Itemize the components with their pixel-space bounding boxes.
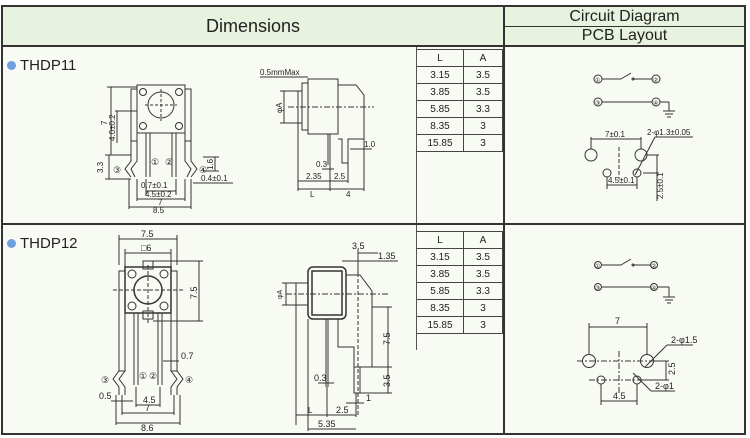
dim-8-6: 8.6 [141,423,154,433]
dim-2-35: 2.35 [306,172,322,181]
dim-3-5-lower: 3.5 [382,374,392,387]
dim-1: 1 [366,393,371,403]
bullet-icon [7,61,16,70]
dim-1-0: 1.0 [364,140,376,149]
circuit-pin-1: ① [595,77,600,84]
dim-0-3: 0.3 [316,160,328,169]
spec-table: Dimensions Circuit Diagram PCB Layout TH… [1,5,746,435]
dim-1-35: 1.35 [378,251,396,261]
dim-width-8-5: 8.5 [153,206,165,215]
dim-7: 7 [100,120,109,125]
dim-3-5: 3.5 [352,241,365,251]
pin-1-label: ① [151,157,159,167]
pin-2-label: ② [165,157,173,167]
pcb-dim-7: 7±0.1 [605,130,626,139]
pcb-dim-hole-big: 2-φ1.5 [671,335,697,345]
circuit-pin-4: ④ [651,285,656,292]
dim-4: 4 [346,190,351,199]
table-left-line [416,225,417,350]
column-divider [503,47,505,223]
dim-pin-width: 0.7±0.1 [141,181,168,190]
dim-4-5: 4.5 [143,395,156,405]
dim-4: 4.0±0.2 [108,114,117,141]
pcb-dim-4-5: 4.5 [613,391,626,401]
bullet-icon [7,239,16,248]
dim-2-5: 2.5 [336,405,349,415]
pcb-layout-header: PCB Layout [505,27,744,47]
dim-1-6: 1.6 [206,158,215,170]
circuit-pin-3: ③ [595,285,600,292]
pin-1-label: ① [139,371,147,381]
dim-0-7: 0.7 [181,351,194,361]
circuit-pcb-drawing: ① ② ③ ④ 7 2-φ1.5 2.5 2-φ1 4.5 [577,258,697,405]
pin-4-label: ④ [185,375,193,385]
dim-l: L [308,406,313,415]
row-thdp12: THDP12 [3,225,744,433]
dim-height-7-5: 7.5 [189,286,199,299]
dim-square-6: □6 [141,243,151,253]
pin-3-label: ③ [113,165,121,175]
circuit-pin-4: ④ [653,100,658,107]
model-name: THDP11 [20,57,77,74]
circuit-pin-2: ② [651,263,656,270]
model-label: THDP12 [7,235,78,252]
pcb-dim-2-5: 2.5±0.1 [656,172,665,199]
circuit-pin-2: ② [653,77,658,84]
pcb-dim-hole-small: 2-φ1 [655,381,674,391]
dim-width-7: 7 [158,198,163,207]
dim-max: 0.5mmMax [260,68,300,77]
pcb-dim-hole: 2-φ1.3±0.05 [647,128,691,137]
model-name: THDP12 [20,235,78,252]
row-thdp11: THDP11 [3,47,744,225]
dim-7-5: 7.5 [141,229,154,239]
dim-5-35: 5.35 [318,419,336,429]
side-view-drawing: 3.5 1.35 φA 7.5 3.5 0.3 1 L 2.5 5.35 [277,241,398,431]
circuit-pcb-drawing: ① ② ③ ④ 7±0.1 2-φ1.3±0.05 4.5±0.1 2.5±0.… [584,72,693,201]
side-view-drawing: 0.5mmMax φA 1.0 0.3 2.35 2.5 L 4 [260,68,376,199]
dim-7: 7 [145,403,150,413]
pcb-dim-4-5: 4.5±0.1 [608,176,635,185]
circuit-pin-1: ① [595,263,600,270]
circuit-pin-3: ③ [595,100,600,107]
dimensions-header: Dimensions [3,7,505,47]
circuit-diagram-header: Circuit Diagram [505,7,744,27]
dim-7-5: 7.5 [382,332,392,345]
table-left-line [416,47,417,223]
dim-lead: 0.4±0.1 [201,174,228,183]
dim-pin-pitch: 4.5±0.2 [145,190,172,199]
front-view-drawing: 7.5 □6 7.5 0.7 0.5 4.5 7 8.6 ① ② ③ ④ [99,229,203,433]
front-view-drawing: 7 4.0±0.2 3.3 1.6 0.7±0.1 4.5±0.2 7 8.5 … [96,84,233,215]
dim-0-3: 0.3 [314,373,327,383]
pcb-dim-2-5: 2.5 [667,362,677,375]
dim-phi-a: φA [275,102,284,113]
dim-3-3: 3.3 [96,161,105,173]
dim-l: L [310,190,315,199]
pcb-dim-7: 7 [615,316,620,326]
dim-0-5: 0.5 [99,391,112,401]
model-label: THDP11 [7,57,76,74]
pin-4-label: ④ [199,165,207,175]
pin-3-label: ③ [101,375,109,385]
dim-2-5: 2.5 [334,172,346,181]
pin-2-label: ② [149,371,157,381]
dim-phi-a: φA [277,289,284,299]
column-divider [503,225,505,433]
